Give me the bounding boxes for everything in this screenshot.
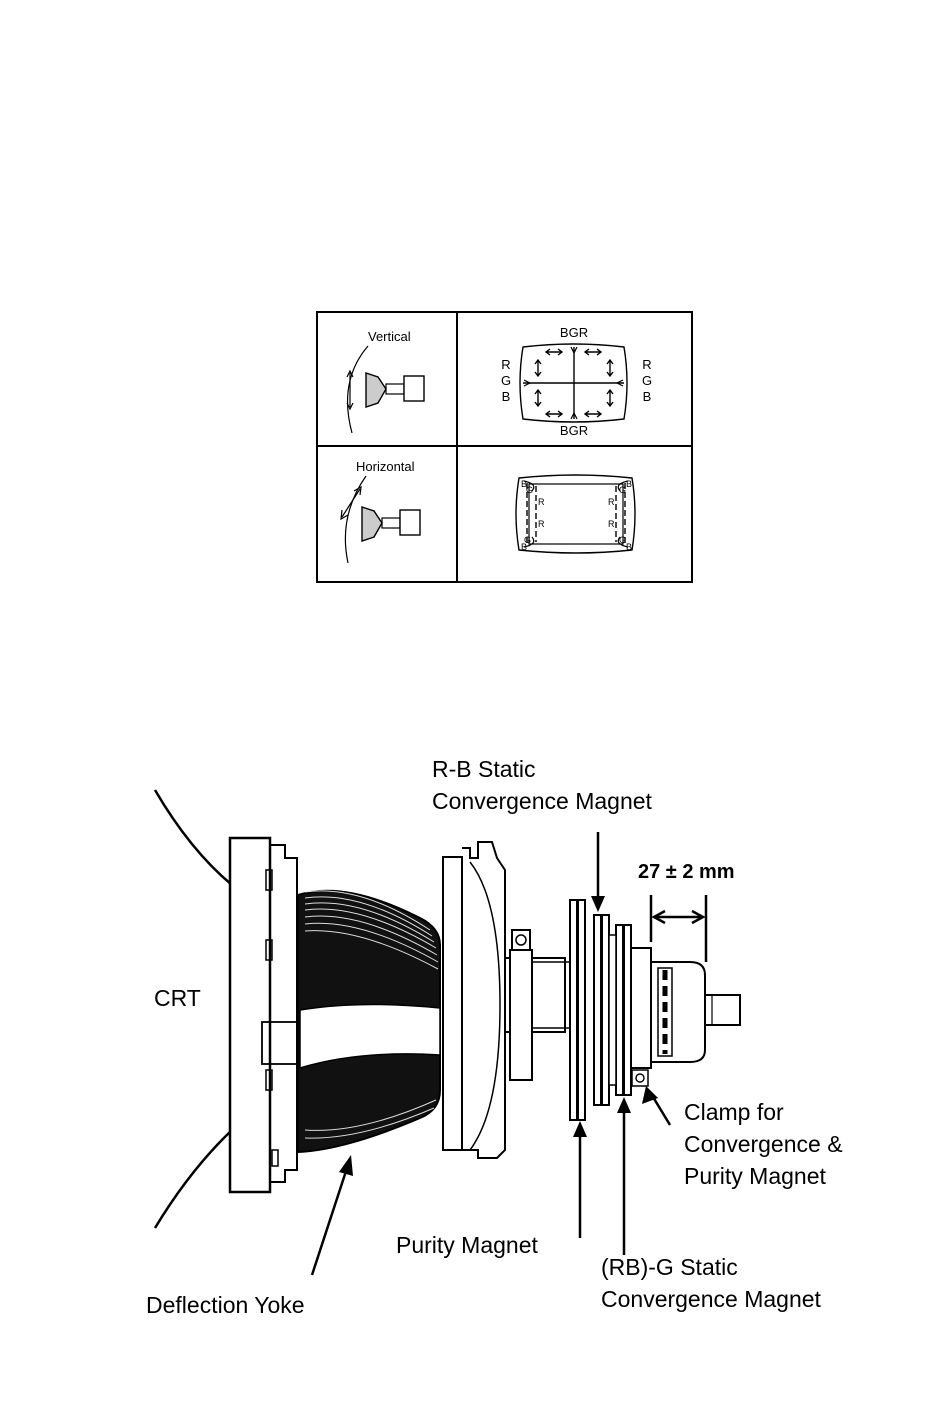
rb-magnet-label-line2: Convergence Magnet [432,785,652,817]
yoke-mount-ring [443,857,462,1150]
rbg-magnet-label-line2: Convergence Magnet [601,1283,821,1315]
deflection-yoke [298,891,440,1152]
crt-lower-curve [155,1130,232,1228]
clamp-label-line2: Convergence & [684,1128,843,1160]
rb-magnet-label-line1: R-B Static [432,753,536,785]
deflection-yoke-label: Deflection Yoke [146,1289,305,1321]
clamp-screw [632,1070,648,1086]
purity-magnet-label: Purity Magnet [396,1229,538,1261]
rbg-magnet-ring-b [624,925,631,1095]
rbg-magnet-label-line1: (RB)-G Static [601,1251,738,1283]
crt-upper-curve [155,790,232,885]
rb-magnet-ring-a [594,915,601,1105]
deflection-yoke-leader [312,1165,348,1275]
rbg-magnet-ring-a [616,925,623,1095]
clamp-label-line3: Purity Magnet [684,1160,826,1192]
crt-flange-plate [230,838,270,1192]
purity-magnet-ring-a [570,900,577,1120]
crt-label: CRT [154,982,201,1014]
rb-magnet-ring-b [602,915,609,1105]
clamp-label-line1: Clamp for [684,1096,784,1128]
dimension-label: 27 ± 2 mm [638,856,735,888]
purity-magnet-ring-b [578,900,585,1120]
